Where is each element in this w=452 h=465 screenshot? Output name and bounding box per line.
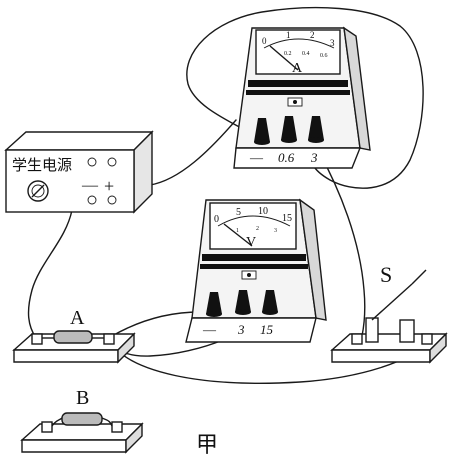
ammeter-sub-tick-label: 0.6 [320, 53, 328, 59]
power-minus-label: — [81, 177, 99, 194]
resistor-a-board-side [117, 332, 135, 364]
resistor-b: B [20, 387, 144, 454]
voltmeter-tick-label: 0 [214, 214, 219, 225]
ammeter-band [248, 80, 348, 87]
ammeter-tick-label: 1 [286, 30, 291, 40]
resistor-a-label: A [70, 307, 85, 329]
ammeter-terminal-label: 0.6 [278, 150, 295, 165]
power-socket-3 [87, 195, 97, 205]
ammeter-face [255, 29, 341, 75]
power-supply-label: 学生电源 [12, 156, 72, 174]
voltmeter-sub-tick-label: 2 [256, 226, 259, 232]
resistor-b-board-top [20, 423, 144, 441]
resistor-a-post-right [103, 333, 115, 345]
power-plus-label: + [104, 176, 114, 196]
wire-power-to-resistor-a [27, 209, 73, 339]
resistor-b-label: B [76, 387, 89, 409]
wire-ammeter-neg-to-power [186, 6, 424, 189]
power-supply-top [4, 131, 154, 151]
voltmeter-base [185, 317, 317, 343]
ammeter-tick-label: 3 [330, 38, 335, 48]
ammeter-terminal-posts [254, 116, 324, 145]
ammeter-base [233, 147, 362, 169]
resistor-a-board-front [13, 349, 119, 363]
power-supply: 学生电源 — + [4, 130, 154, 214]
ammeter-tick-label: 2 [310, 30, 315, 40]
wire-power-to-ammeter [149, 119, 237, 186]
switch-post-right [421, 333, 433, 345]
resistor-b-body [61, 412, 103, 426]
resistor-a: A [12, 307, 136, 364]
voltmeter-side [299, 198, 327, 321]
power-socket-2 [107, 157, 117, 167]
ammeter-sub-tick-label: 0.2 [284, 51, 292, 57]
power-socket-4 [107, 195, 117, 205]
switch-hinge [365, 317, 379, 343]
switch-board-side [429, 332, 447, 364]
voltmeter-needle [223, 223, 253, 247]
switch-label: S [380, 262, 392, 287]
resistor-b-board-front [21, 439, 127, 453]
ammeter-sub-tick-label: 0.4 [302, 51, 310, 57]
resistor-a-body [53, 330, 93, 344]
voltmeter-sub-tick-label: 1 [236, 228, 239, 234]
resistor-b-post-right [111, 421, 123, 433]
ammeter: 0 1 2 3 0.2 0.4 0.6 A — 0.6 3 [233, 26, 371, 169]
ammeter-side [343, 26, 371, 151]
voltmeter-scale-arc [217, 215, 291, 227]
ammeter-terminal-label: — [249, 150, 264, 165]
ammeter-scale-arc [263, 38, 335, 49]
voltmeter-sub-tick-label: 3 [274, 228, 277, 234]
ammeter-tick-label: 0 [262, 36, 267, 46]
resistor-b-post-left [41, 421, 53, 433]
power-socket-1 [87, 157, 97, 167]
resistor-a-post-left [31, 333, 43, 345]
ammeter-terminal-label: 3 [310, 150, 318, 165]
voltmeter: 0 5 10 15 1 2 3 V — 3 15 [185, 198, 327, 343]
switch-blade [371, 283, 413, 321]
ammeter-band [246, 90, 350, 95]
voltmeter-tick-label: 15 [282, 213, 292, 224]
voltmeter-terminal-posts [206, 290, 278, 317]
voltmeter-terminal-label: 15 [260, 322, 274, 337]
power-knob-icon [27, 180, 49, 202]
resistor-b-board-side [125, 422, 143, 454]
ammeter-symbol: A [292, 61, 303, 76]
figure-caption: 甲 [196, 433, 218, 458]
wire-ammeter-to-switch [317, 149, 366, 337]
voltmeter-terminal-label: — [202, 322, 217, 337]
switch-board-front [331, 349, 431, 363]
voltmeter-face [209, 202, 297, 250]
switch: S [330, 262, 448, 364]
voltmeter-symbol: V [246, 235, 256, 250]
voltmeter-tick-label: 10 [258, 206, 268, 217]
switch-contact [399, 319, 415, 343]
switch-handle [411, 269, 427, 285]
voltmeter-band [200, 264, 308, 269]
voltmeter-tick-label: 5 [236, 207, 241, 218]
switch-post-left [351, 333, 363, 345]
voltmeter-terminal-label: 3 [237, 322, 245, 337]
voltmeter-band [202, 254, 306, 261]
ammeter-needle [269, 45, 299, 71]
